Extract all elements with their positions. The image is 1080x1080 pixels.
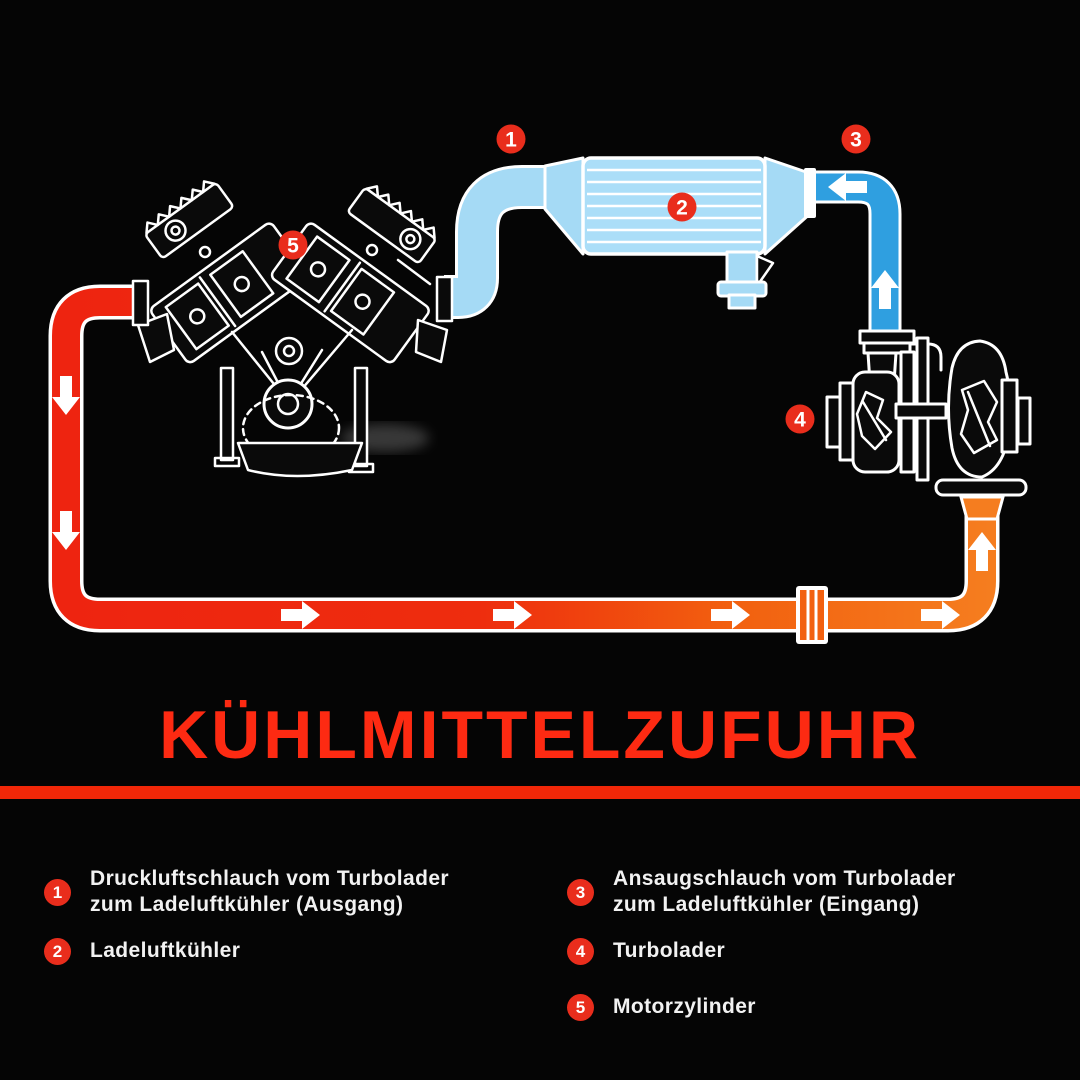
diagram-badges: 1 2 3 4 5 [278,124,871,434]
intercooler-illustration [543,156,816,310]
turbocharger-illustration [825,329,1032,497]
svg-text:3: 3 [850,129,862,152]
legend-label-4: Turbolader [613,939,726,962]
charge-pipe-turbo-to-intercooler [812,170,902,338]
legend-badge-4: 4 [567,937,594,965]
legend-label-2: Ladeluftkühler [90,939,241,962]
charge-pipe-intercooler-to-engine [444,165,548,319]
engine-left-flange [131,279,150,327]
turbo-inlet-flare [959,495,1005,521]
turbo-top-flange [858,329,916,345]
engine-right-flange [435,275,454,323]
legend-label-3: Ansaugschlauch vom Turbolader zum Ladelu… [613,867,956,916]
legend-label-5: Motorzylinder [613,995,756,1018]
intercooler-bracket [755,254,775,288]
legend-badge-2: 2 [44,937,71,965]
legend-right-column: 3 Ansaugschlauch vom Turbolader zum Lade… [567,864,1067,1046]
page-title: KÜHLMITTELZUFUHR [159,697,921,773]
legend-item-5: 5 Motorzylinder [567,990,1067,1024]
intercooler-left-tank [543,156,585,256]
diagram-badge-4: 4 [785,404,815,434]
legend-badge-5: 5 [567,993,594,1021]
diagram-badge-1: 1 [496,124,526,154]
svg-text:2: 2 [676,197,688,220]
divider-bar [0,786,1080,799]
legend-badge-3: 3 [567,878,594,906]
diagram-badge-3: 3 [841,124,871,154]
legend-item-4: 4 Turbolader [567,934,1067,968]
diagram-badge-2: 2 [667,192,697,222]
diagram-badge-5: 5 [278,230,308,260]
intercooler-outlet-clamp [804,168,816,218]
svg-text:4: 4 [794,409,806,432]
legend-left-column: 1 Druckluftschlauch vom Turbolader zum L… [44,864,524,990]
hot-coolant-pipe [48,284,1005,633]
legend-item-2: 2 Ladeluftkühler [44,934,524,968]
intercooler-drain-stub [727,293,757,310]
legend-item-3: 3 Ansaugschlauch vom Turbolader zum Lade… [567,864,1067,920]
legend-label-1: Druckluftschlauch vom Turbolader zum Lad… [90,867,449,916]
svg-text:5: 5 [287,235,299,258]
svg-text:1: 1 [505,129,517,152]
legend-badge-1: 1 [44,878,71,906]
engine-illustration [131,180,454,478]
turbo-bottom-flange [934,478,1028,497]
legend-item-1: 1 Druckluftschlauch vom Turbolader zum L… [44,864,524,920]
pipe-coupler [796,586,828,644]
coolant-flow-diagram: 1 2 3 4 5 [48,124,1032,644]
intercooler-drain-neck [725,250,759,286]
